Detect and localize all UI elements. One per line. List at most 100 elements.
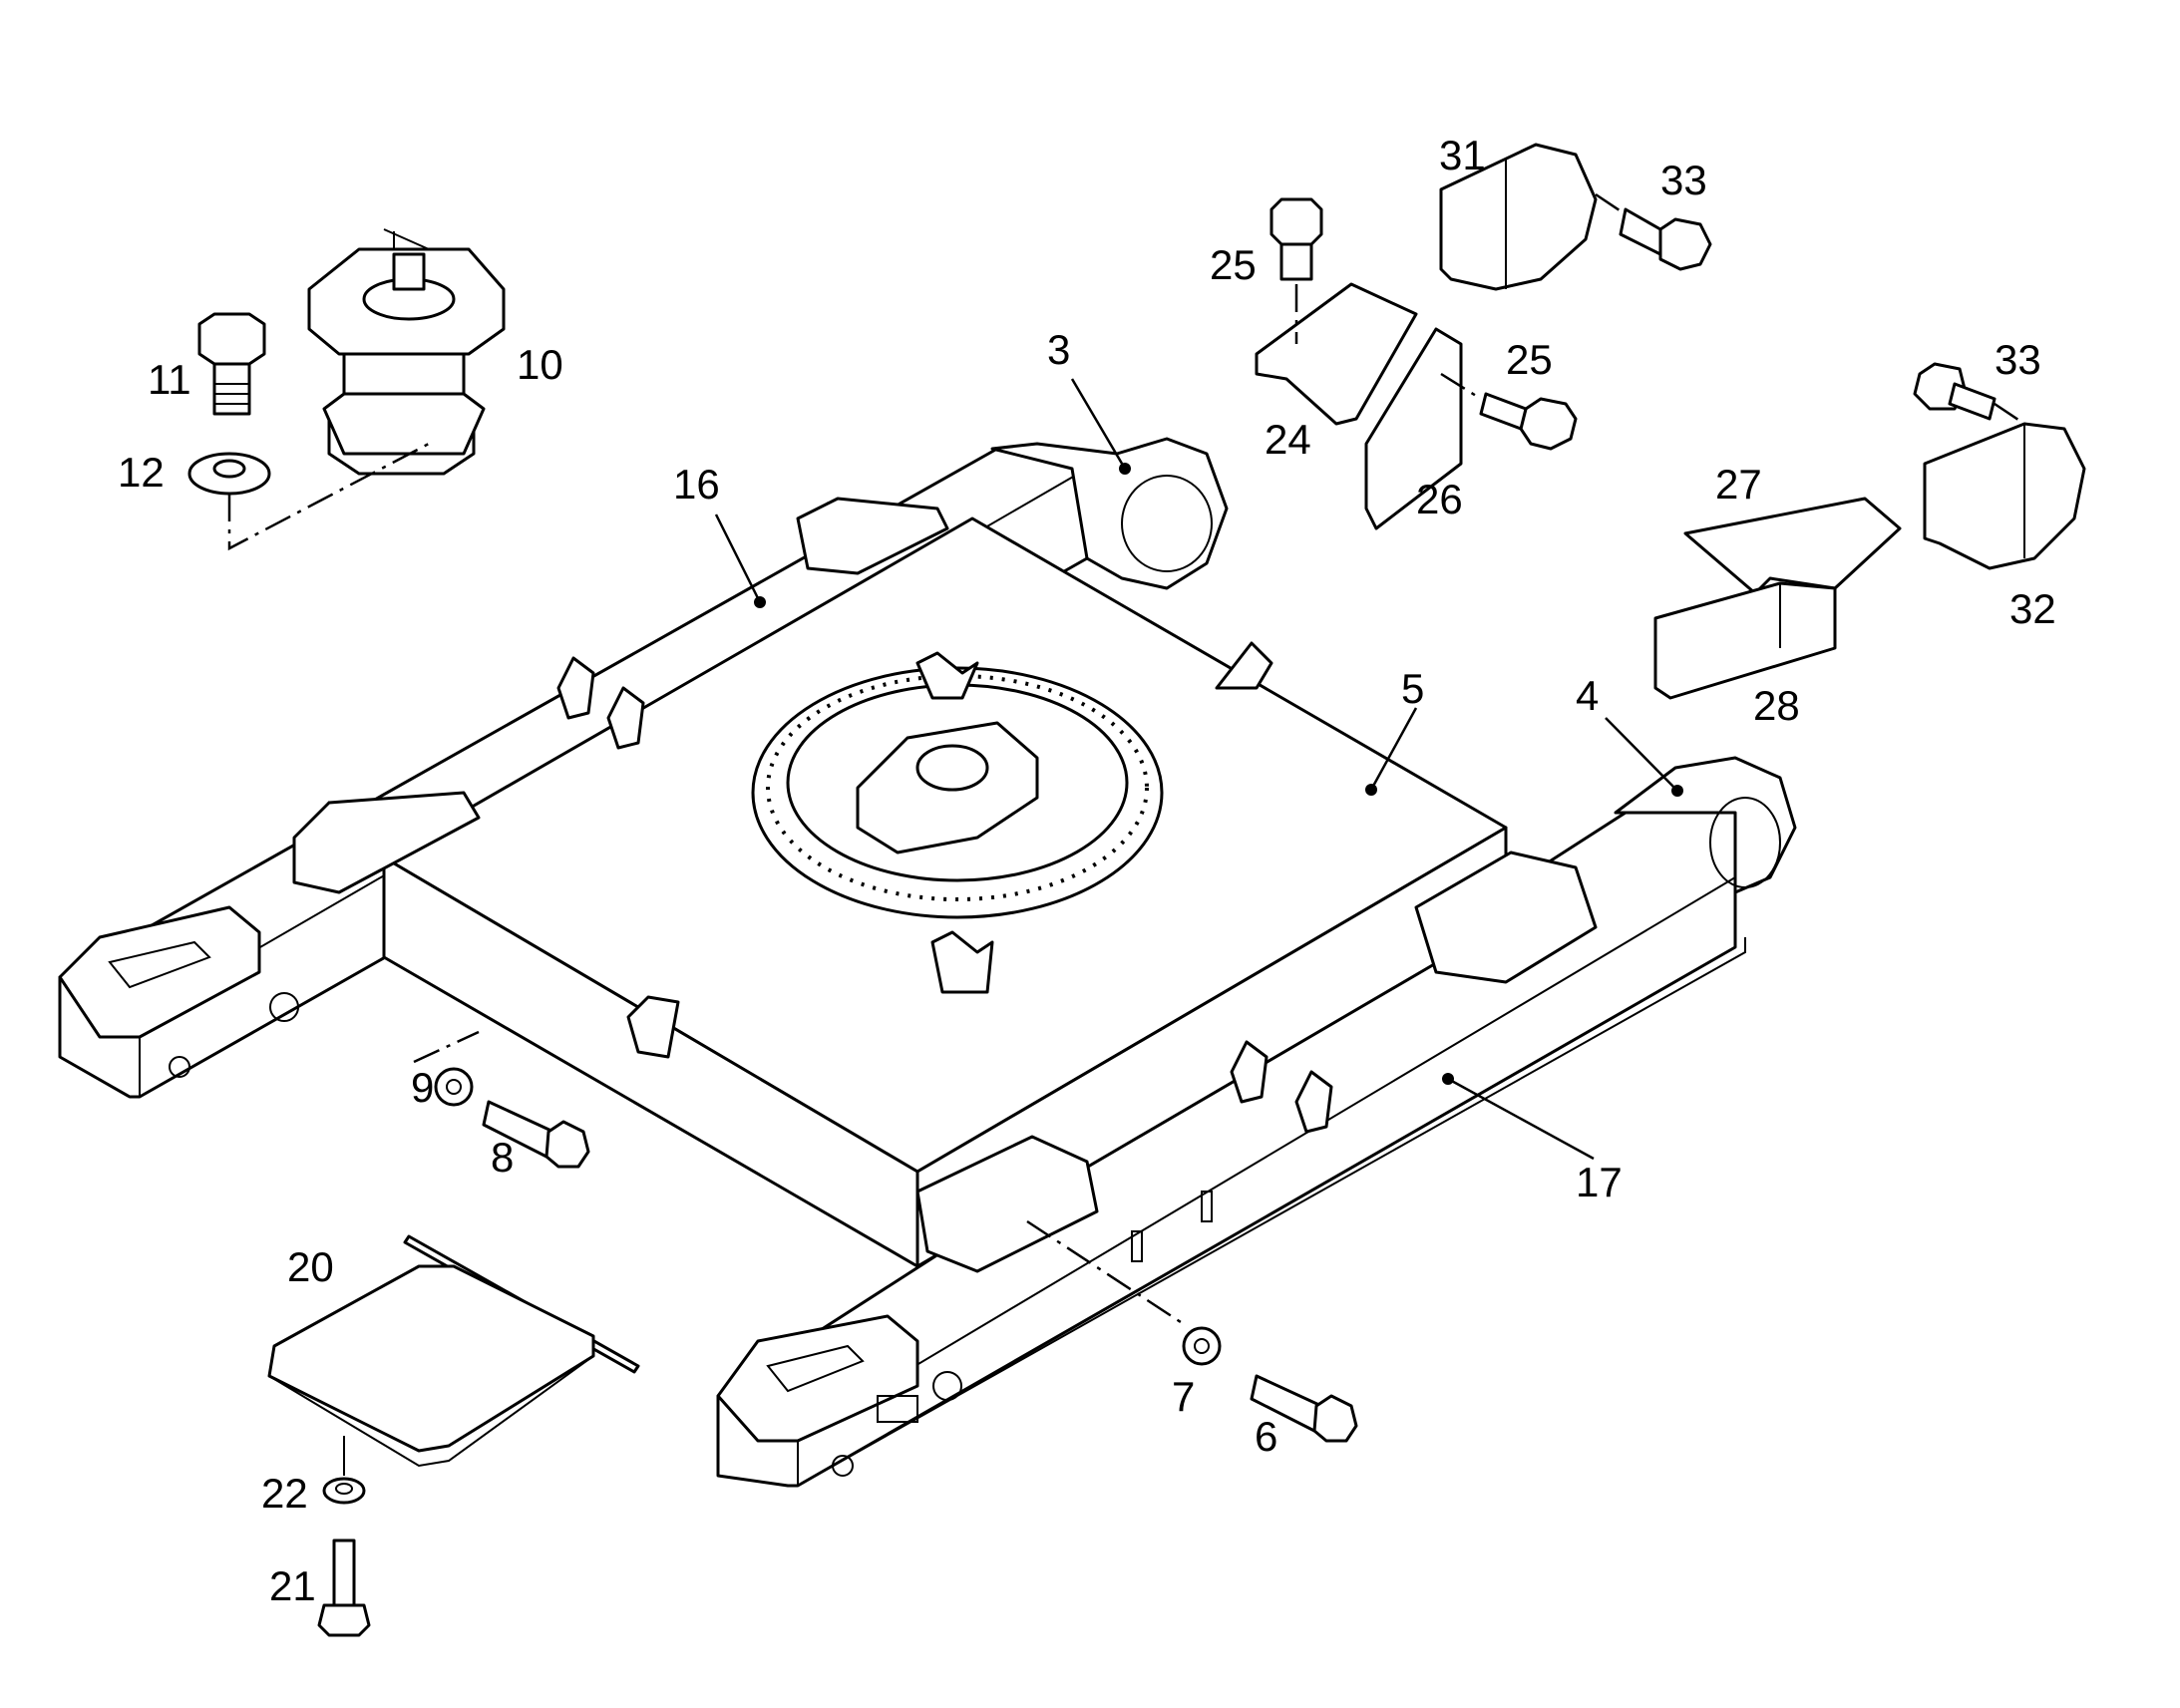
bolt-11-thread: [214, 383, 249, 405]
motor-axis-line: [227, 442, 430, 551]
cover-group-31: [1439, 143, 1712, 291]
callout-21: 21: [269, 1562, 316, 1609]
washer-22-hole: [335, 1483, 353, 1495]
leader-5-dot: [1365, 784, 1377, 796]
callout-25a: 25: [1210, 241, 1257, 288]
bolt-11-head: [197, 312, 266, 366]
left-front-end: [58, 905, 261, 1039]
cover-plate-24: [1255, 282, 1418, 426]
bolt-21-shank: [332, 1538, 356, 1607]
cover-plate-28: [1653, 581, 1837, 700]
bolt-21-head: [317, 1603, 371, 1637]
side-frame-right-bottom: [797, 937, 1746, 1487]
cover-group-27-28: [1653, 497, 1902, 700]
roller-block-right-rear: [1414, 851, 1598, 984]
left-front-hole: [169, 1056, 190, 1078]
right-frame-slot-a: [1131, 1230, 1143, 1262]
leader-3: [1070, 378, 1127, 470]
lug-right: [1215, 641, 1273, 690]
washer-12-inner: [212, 459, 246, 479]
bolt-33-top-shank: [1619, 207, 1662, 256]
right-front-hole: [832, 1455, 854, 1477]
motor-bolt-11: [197, 312, 266, 416]
callout-32: 32: [2009, 585, 2056, 632]
bolt-11-shank: [212, 362, 251, 416]
travel-motor-mount: [322, 392, 486, 456]
lug-top: [915, 651, 979, 700]
callout-25b: 25: [1506, 336, 1553, 383]
idler-bracket-left-bore: [1121, 475, 1213, 572]
callout-33b: 33: [1995, 336, 2041, 383]
callout-28: 28: [1753, 682, 1800, 729]
callout-6: 6: [1255, 1413, 1277, 1460]
roller-block-left-rear: [796, 497, 949, 575]
washer-12: [187, 452, 271, 496]
callout-5: 5: [1401, 665, 1424, 712]
leader-5: [1369, 707, 1418, 791]
cover-plate-31: [1439, 143, 1598, 291]
fastener-8-9: [413, 1030, 590, 1169]
bolt-8-head: [545, 1120, 590, 1169]
callout-10: 10: [517, 341, 563, 388]
bottom-cover-20: [267, 1264, 595, 1453]
leader-4-dot: [1671, 785, 1683, 797]
travel-motor-fitting: [383, 228, 430, 250]
callout-11: 11: [148, 356, 191, 403]
track-frame-assembly: [58, 437, 1797, 1488]
callout-27: 27: [1715, 461, 1762, 508]
roller-block-right-front: [915, 1135, 1099, 1273]
bolt-33-bottom-axis: [1994, 402, 2025, 426]
leader-3-dot: [1119, 463, 1131, 475]
callout-9: 9: [411, 1064, 434, 1111]
cover-group-24-26: [1255, 197, 1578, 530]
lug-bottom: [930, 930, 994, 994]
washer-22: [322, 1477, 366, 1505]
bottom-cover-group: [267, 1234, 640, 1637]
washer-7-hole: [1194, 1338, 1210, 1354]
bolt-33-top-axis: [1595, 192, 1627, 216]
callout-4: 4: [1576, 672, 1599, 719]
callout-3: 3: [1047, 326, 1070, 373]
left-lug-2: [556, 656, 595, 720]
center-joint-hub: [915, 744, 989, 792]
bolt-33-top-head: [1658, 217, 1712, 271]
callout-17: 17: [1576, 1159, 1623, 1205]
bottom-cover-20-edge: [268, 1355, 594, 1468]
leader-4: [1605, 717, 1678, 792]
fastener-8-9-axis: [413, 1030, 480, 1064]
lug-left: [626, 995, 680, 1059]
callout-24: 24: [1265, 416, 1311, 463]
cover-plate-32: [1923, 422, 2086, 570]
leader-16: [714, 513, 762, 603]
callout-33a: 33: [1660, 157, 1707, 203]
left-front-hole-2: [269, 992, 299, 1022]
cover-group-32: [1913, 362, 2086, 570]
cover-plate-26: [1364, 327, 1463, 530]
bolt-25-side-shank: [1479, 392, 1528, 431]
bolt-33-bottom-shank: [1948, 382, 1997, 421]
leader-16-dot: [754, 596, 766, 608]
travel-motor-valve: [392, 252, 426, 291]
callout-16: 16: [673, 461, 720, 508]
callout-22: 22: [261, 1470, 308, 1517]
cover-plate-27: [1683, 497, 1902, 595]
callout-12: 12: [118, 449, 165, 496]
washer-7: [1182, 1326, 1222, 1366]
idler-bracket-right: [1614, 756, 1797, 894]
bolt-25-side-head: [1519, 397, 1578, 451]
callout-26: 26: [1416, 476, 1463, 522]
callout-8: 8: [491, 1134, 514, 1181]
swing-bearing-bolt-circle: [766, 674, 1149, 901]
callout-20: 20: [287, 1243, 334, 1290]
bolt-6-head: [1312, 1394, 1358, 1443]
right-frame-port: [932, 1371, 962, 1401]
left-lug-3: [606, 686, 645, 750]
right-front-slot: [766, 1344, 865, 1393]
bolt-25-top-shank: [1279, 242, 1313, 281]
right-lug-1: [1230, 1040, 1269, 1104]
right-lug-2: [1294, 1070, 1333, 1134]
left-front-slot: [108, 940, 211, 989]
leader-17-dot: [1442, 1073, 1454, 1085]
washer-9-hole: [446, 1079, 462, 1095]
